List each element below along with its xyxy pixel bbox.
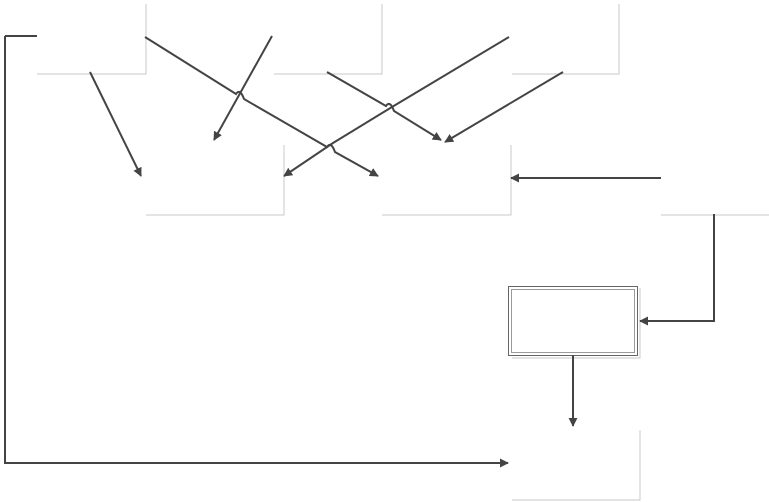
edge-far-right-to-focus-box[interactable] <box>639 214 715 326</box>
node-mid-center[interactable] <box>382 145 512 216</box>
edge-top-right-to-mid-center[interactable] <box>444 71 564 143</box>
edge-left-origin-to-bottom[interactable] <box>4 36 509 468</box>
edge-top-mid-left-to-top-left-area[interactable] <box>213 35 273 141</box>
edge-top-left-to-mid-left[interactable] <box>89 71 142 177</box>
node-top-left[interactable] <box>37 4 147 75</box>
nodes-layer <box>5 4 769 501</box>
node-bottom[interactable] <box>512 430 641 501</box>
edge-top-right-to-mid-left[interactable] <box>283 36 510 177</box>
node-top-mid-left[interactable] <box>274 4 383 75</box>
edge-top-mid-left-to-mid-center[interactable] <box>326 71 442 141</box>
node-mid-left[interactable] <box>146 145 285 216</box>
edges-layer <box>4 35 715 468</box>
node-top-right[interactable] <box>512 4 620 75</box>
edge-top-left-to-mid-center[interactable] <box>144 36 379 177</box>
node-focus-box[interactable] <box>508 286 641 359</box>
